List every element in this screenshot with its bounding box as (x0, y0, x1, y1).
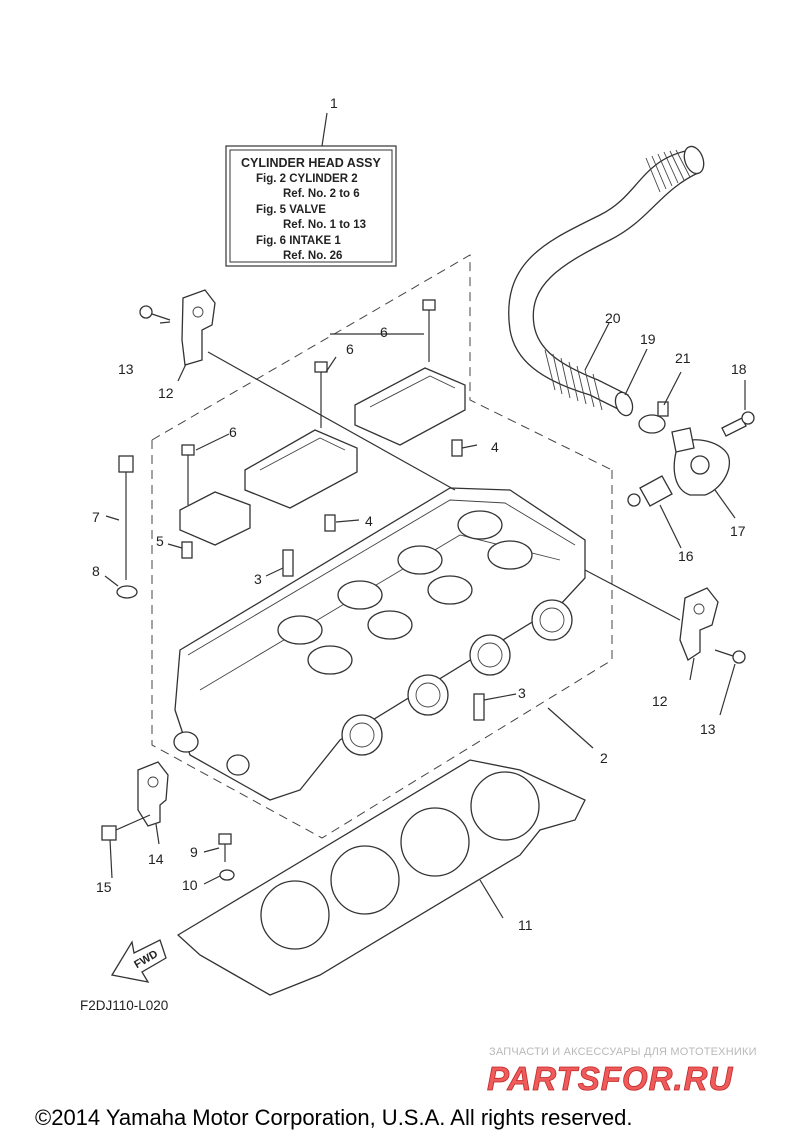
leader-lines (104, 321, 746, 919)
callout-3-a: 3 (254, 571, 262, 587)
bolt-18 (721, 411, 755, 437)
bolt-13-top (139, 305, 171, 321)
info-box-line-1: Fig. 2 CYLINDER 2 (256, 173, 358, 185)
washer-10 (219, 869, 235, 881)
callout-16: 16 (678, 548, 694, 564)
info-box-title: CYLINDER HEAD ASSY (241, 156, 381, 170)
bracket-12-top (181, 289, 216, 366)
watermark-tagline: ЗАПЧАСТИ И АКСЕССУАРЫ ДЛЯ МОТОТЕХНИКИ (489, 1046, 757, 1058)
callout-15: 15 (96, 879, 112, 895)
bolt-13-right (714, 649, 746, 664)
head-gasket-11 (176, 759, 586, 996)
callout-5: 5 (156, 533, 164, 549)
callout-13-b: 13 (700, 721, 716, 737)
callout-4-a: 4 (491, 439, 499, 455)
diagram-code: F2DJ110-L020 (80, 998, 168, 1013)
thermostat-housing (627, 401, 755, 507)
info-box-line-3: Fig. 5 VALVE (256, 204, 326, 216)
info-box-line-4: Ref. No. 1 to 13 (283, 219, 366, 231)
info-box: CYLINDER HEAD ASSY Fig. 2 CYLINDER 2 Ref… (225, 112, 397, 267)
camshaft-cap-center (244, 429, 358, 509)
callouts: 1 2 3 3 4 4 5 6 6 6 7 8 9 10 11 12 12 13… (92, 95, 747, 933)
dowel-5 (181, 541, 193, 559)
assembly-outline (151, 254, 613, 839)
info-box-line-2: Ref. No. 2 to 6 (283, 188, 360, 200)
bracket-12-right (679, 587, 719, 661)
camshaft-cap-right (354, 367, 466, 446)
callout-10: 10 (182, 877, 198, 893)
callout-6-b: 6 (380, 324, 388, 340)
callout-12-b: 12 (652, 693, 668, 709)
sleeve-3-b (473, 693, 485, 721)
bracket-14 (137, 761, 169, 827)
callout-3-b: 3 (518, 685, 526, 701)
callout-11: 11 (518, 917, 533, 933)
bolt-6-a (422, 299, 436, 362)
callout-9: 9 (190, 844, 198, 860)
copyright-notice: ©2014 Yamaha Motor Corporation, U.S.A. A… (35, 1105, 632, 1130)
fwd-arrow: FWD (110, 939, 167, 983)
washer-8 (116, 585, 138, 599)
sleeve-3-a (282, 549, 294, 577)
callout-4-b: 4 (365, 513, 373, 529)
callout-18: 18 (731, 361, 747, 377)
callout-19: 19 (640, 331, 656, 347)
bolt-9 (218, 833, 232, 862)
hose-assembly (508, 145, 705, 417)
callout-20: 20 (605, 310, 621, 326)
callout-12-a: 12 (158, 385, 174, 401)
dowel-4-a (451, 439, 463, 457)
callout-21: 21 (675, 350, 691, 366)
cylinder-head (173, 487, 586, 801)
callout-6-c: 6 (229, 424, 237, 440)
bolt-15 (101, 814, 151, 841)
callout-14: 14 (148, 851, 164, 867)
hose-corrugation-lower (544, 349, 603, 411)
watermark-logo: ЗАПЧАСТИ И АКСЕССУАРЫ ДЛЯ МОТОТЕХНИКИ PA… (487, 1046, 757, 1097)
callout-8: 8 (92, 563, 100, 579)
callout-6-a: 6 (346, 341, 354, 357)
info-box-line-5: Fig. 6 INTAKE 1 (256, 235, 341, 247)
dowel-4-b (324, 514, 336, 532)
callout-2: 2 (600, 750, 608, 766)
hose-corrugation-top (645, 149, 691, 193)
thermostat-16 (627, 475, 673, 507)
bolt-7 (118, 455, 134, 580)
cam-journals (277, 510, 533, 675)
callout-1: 1 (330, 95, 338, 111)
watermark-brand: PARTSFOR.RU (487, 1060, 733, 1097)
callout-13-a: 13 (118, 361, 134, 377)
bolt-6-b (314, 361, 328, 428)
camshaft-cap-left (179, 491, 251, 546)
callout-17: 17 (730, 523, 746, 539)
info-box-line-6: Ref. No. 26 (283, 250, 342, 262)
bolt-6-c (181, 444, 195, 505)
exhaust-ports (341, 599, 573, 756)
hose-clamp-21 (638, 401, 669, 434)
callout-7: 7 (92, 509, 100, 525)
